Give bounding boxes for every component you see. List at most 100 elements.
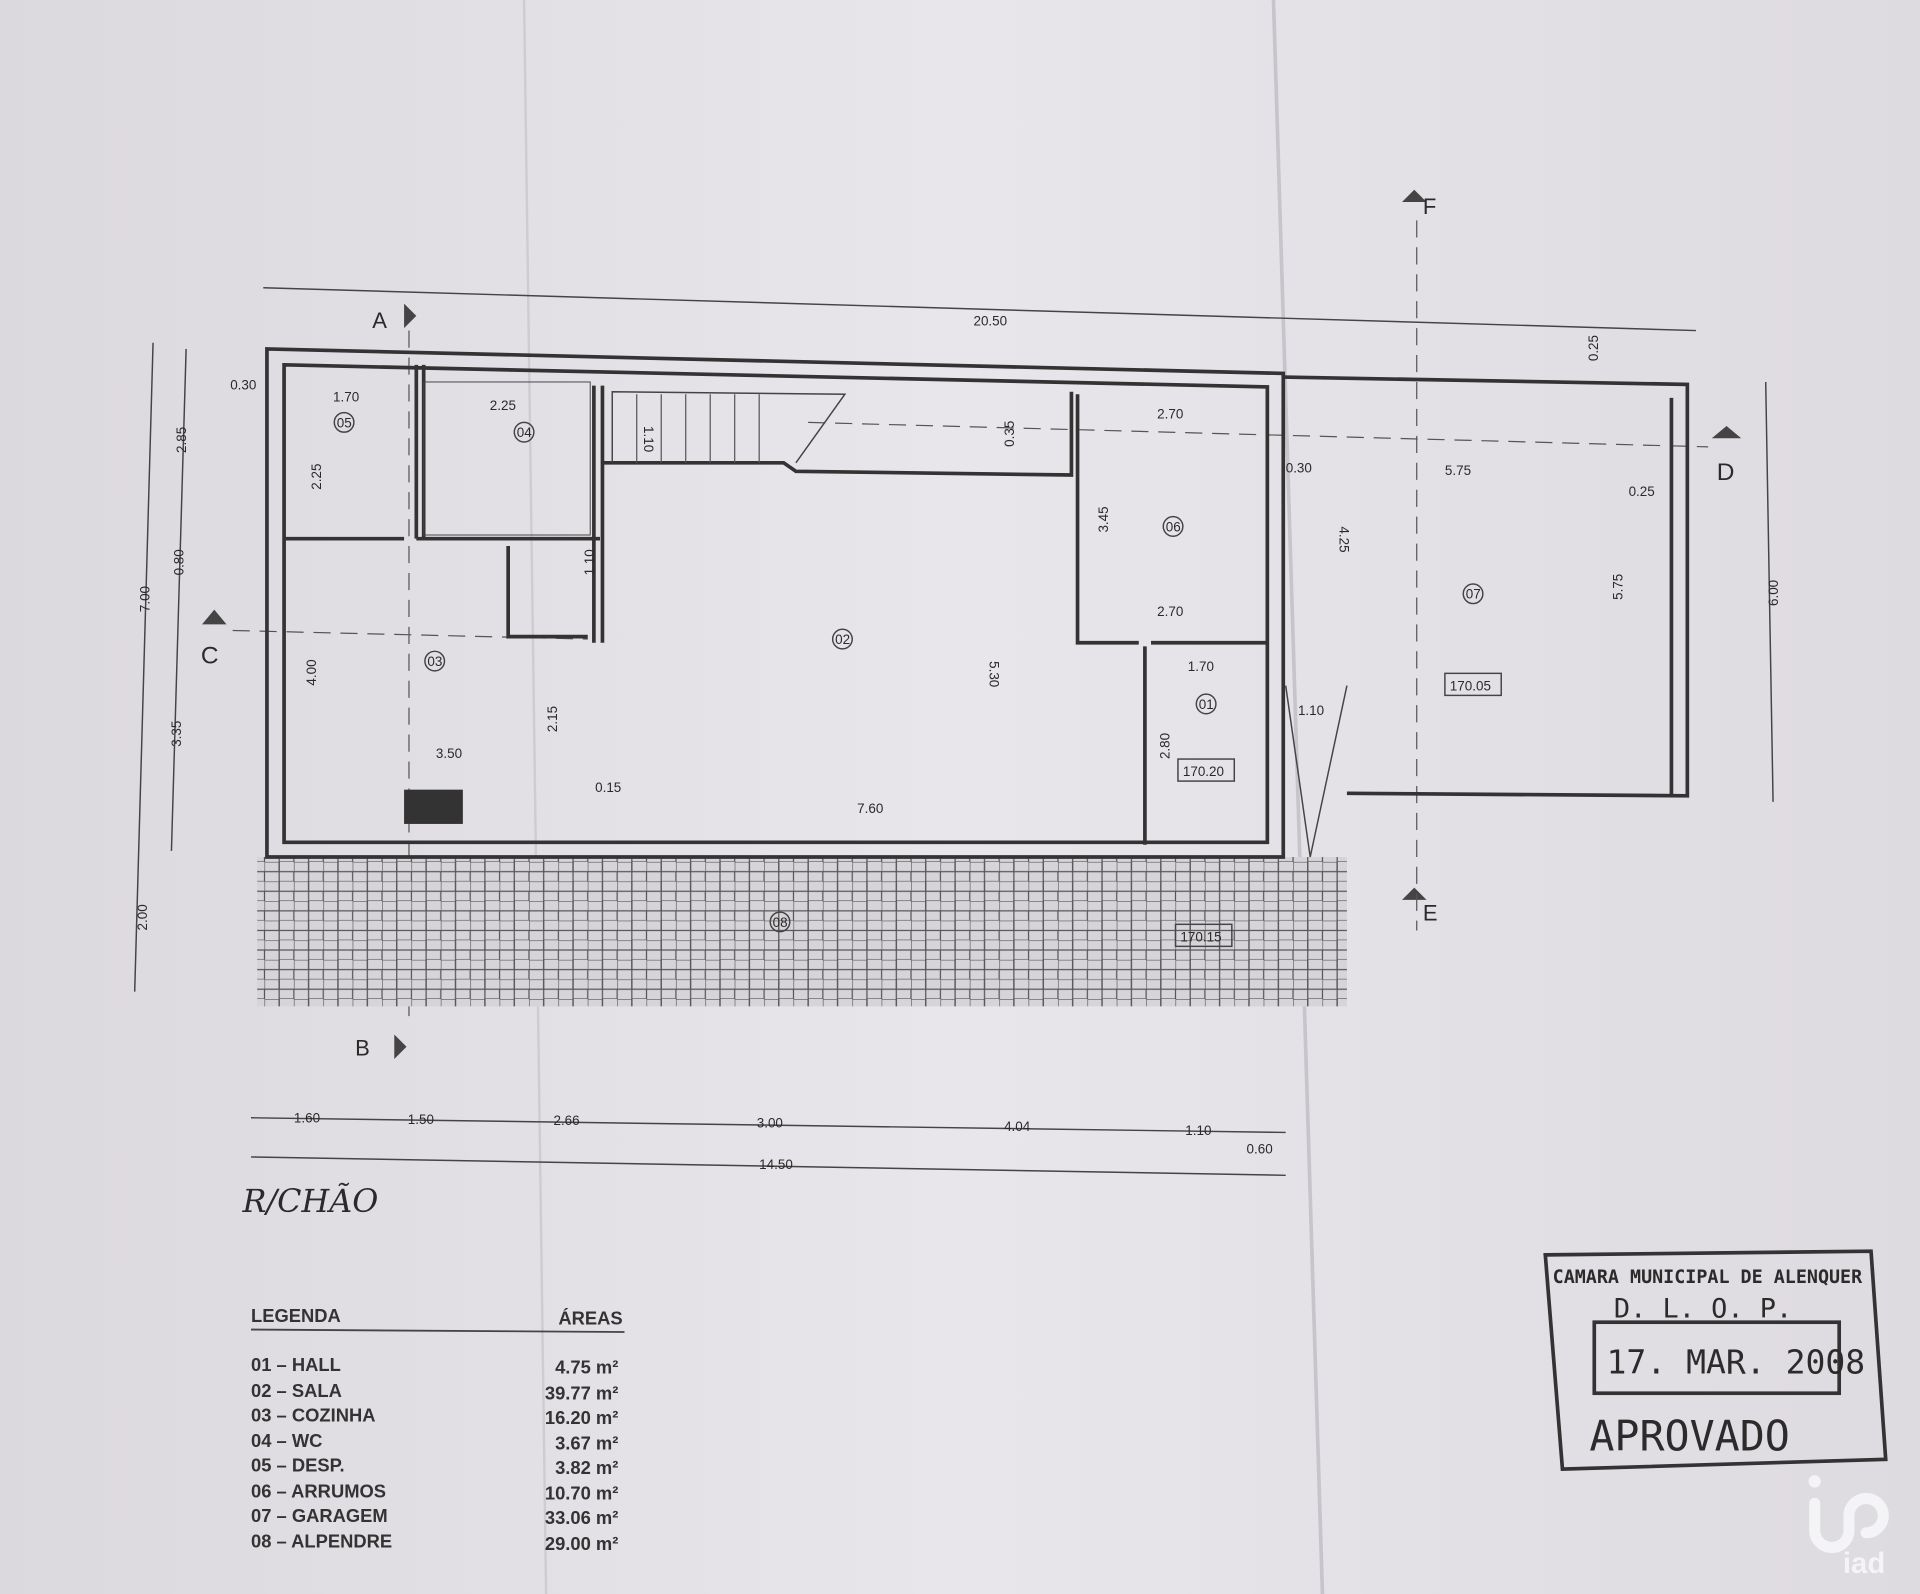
staircase <box>611 391 847 464</box>
svg-text:2.25: 2.25 <box>490 398 516 413</box>
svg-text:08: 08 <box>773 915 788 930</box>
svg-text:0.25: 0.25 <box>1586 335 1601 361</box>
svg-text:3.45: 3.45 <box>1096 506 1111 532</box>
svg-text:2.70: 2.70 <box>1157 407 1183 422</box>
svg-text:3.82 m²: 3.82 m² <box>555 1457 618 1478</box>
svg-text:1.10: 1.10 <box>582 549 597 575</box>
svg-text:0.15: 0.15 <box>595 780 621 795</box>
svg-text:0.80: 0.80 <box>172 549 187 575</box>
svg-text:33.06 m²: 33.06 m² <box>545 1507 618 1528</box>
section-marker-b: B <box>355 1034 407 1060</box>
svg-text:2.70: 2.70 <box>1157 604 1183 619</box>
svg-text:29.00 m²: 29.00 m² <box>545 1533 618 1554</box>
svg-text:D: D <box>1717 459 1735 486</box>
svg-text:0.60: 0.60 <box>1247 1141 1273 1156</box>
svg-text:APROVADO: APROVADO <box>1589 1412 1789 1461</box>
svg-text:170.20: 170.20 <box>1183 764 1224 779</box>
section-marker-e: E <box>1402 887 1438 926</box>
svg-text:39.77 m²: 39.77 m² <box>545 1382 618 1403</box>
svg-text:CAMARA MUNICIPAL DE ALENQUER: CAMARA MUNICIPAL DE ALENQUER <box>1553 1267 1863 1288</box>
svg-text:F: F <box>1423 194 1436 219</box>
svg-text:2.15: 2.15 <box>545 706 560 732</box>
svg-text:170.15: 170.15 <box>1180 929 1221 944</box>
iad-logo: iad <box>1808 1475 1889 1580</box>
svg-text:03: 03 <box>427 654 442 669</box>
wc-tiles <box>423 381 591 536</box>
garage-door-swing <box>1284 685 1348 858</box>
svg-text:02 – SALA: 02 – SALA <box>251 1380 342 1401</box>
svg-text:D. L. O. P.: D. L. O. P. <box>1614 1293 1792 1324</box>
section-marker-f: F <box>1402 189 1436 931</box>
svg-text:6.00: 6.00 <box>1766 580 1781 606</box>
svg-text:C: C <box>201 643 219 670</box>
svg-text:0.25: 0.25 <box>1629 484 1655 499</box>
svg-text:20.50: 20.50 <box>973 314 1007 329</box>
svg-text:05 – DESP.: 05 – DESP. <box>251 1455 345 1476</box>
paper-fold <box>1271 0 1325 1594</box>
svg-text:1.70: 1.70 <box>1188 659 1214 674</box>
svg-text:07 – GARAGEM: 07 – GARAGEM <box>251 1505 388 1526</box>
svg-text:03 – COZINHA: 03 – COZINHA <box>251 1404 375 1425</box>
svg-text:1.70: 1.70 <box>333 390 359 405</box>
svg-text:5.75: 5.75 <box>1445 463 1471 478</box>
svg-text:7.00: 7.00 <box>137 586 152 612</box>
svg-text:16.20 m²: 16.20 m² <box>545 1407 618 1428</box>
svg-text:A: A <box>372 308 387 333</box>
svg-text:ÁREAS: ÁREAS <box>558 1308 622 1329</box>
svg-text:08 – ALPENDRE: 08 – ALPENDRE <box>251 1530 392 1551</box>
svg-text:0.35: 0.35 <box>1002 421 1017 447</box>
svg-text:01 – HALL: 01 – HALL <box>251 1354 341 1375</box>
inner-dimensions: 0.30 1.70 2.25 2.25 1.10 1.10 0.35 2.70 … <box>230 335 1655 816</box>
svg-text:05: 05 <box>337 415 352 430</box>
svg-text:1.10: 1.10 <box>1185 1123 1211 1138</box>
dimension-bottom-chain: 1.60 1.50 2.66 3.00 4.04 1.10 0.60 14.50 <box>251 1111 1286 1177</box>
svg-text:1.10: 1.10 <box>641 426 656 452</box>
svg-text:4.00: 4.00 <box>304 659 319 685</box>
room-labels: 01 02 03 04 05 06 07 08 <box>333 411 1484 933</box>
svg-text:2.80: 2.80 <box>1157 733 1172 759</box>
stove-icon <box>404 789 463 824</box>
approval-stamp: CAMARA MUNICIPAL DE ALENQUER D. L. O. P.… <box>1543 1249 1888 1472</box>
svg-text:06: 06 <box>1166 519 1181 534</box>
svg-text:0.30: 0.30 <box>1286 461 1312 476</box>
plan-title: R/CHÃO <box>241 1182 378 1220</box>
svg-text:B: B <box>355 1035 370 1060</box>
svg-text:3.50: 3.50 <box>436 746 462 761</box>
svg-text:06 – ARRUMOS: 06 – ARRUMOS <box>251 1480 386 1501</box>
svg-text:LEGENDA: LEGENDA <box>251 1305 341 1326</box>
svg-text:4.25: 4.25 <box>1337 526 1352 552</box>
svg-text:3.35: 3.35 <box>169 721 184 747</box>
svg-text:4.04: 4.04 <box>1004 1119 1031 1134</box>
svg-text:1.50: 1.50 <box>408 1112 434 1127</box>
svg-text:3.00: 3.00 <box>757 1116 783 1131</box>
level-marks: 170.20 170.05 170.15 <box>1174 672 1502 948</box>
paper-fold <box>522 0 548 1594</box>
svg-text:07: 07 <box>1466 587 1481 602</box>
svg-text:2.66: 2.66 <box>553 1113 579 1128</box>
svg-text:04: 04 <box>517 425 532 440</box>
svg-text:2.85: 2.85 <box>174 427 189 453</box>
svg-text:1.60: 1.60 <box>294 1111 320 1126</box>
svg-text:E: E <box>1423 901 1438 926</box>
svg-text:170.05: 170.05 <box>1450 678 1491 693</box>
svg-text:3.67 m²: 3.67 m² <box>555 1433 618 1454</box>
svg-text:7.60: 7.60 <box>857 801 883 816</box>
section-marker-c: C <box>201 609 588 670</box>
svg-text:5.30: 5.30 <box>986 661 1001 687</box>
room-08-alpendre-paving <box>257 856 1347 1007</box>
section-marker-d: D <box>808 421 1742 486</box>
svg-text:0.30: 0.30 <box>230 377 256 392</box>
svg-text:5.75: 5.75 <box>1610 574 1625 600</box>
svg-text:14.50: 14.50 <box>759 1157 793 1172</box>
dimension-right-total: 6.00 <box>1764 381 1781 802</box>
dimension-left-chain: 7.00 2.85 0.80 3.35 2.00 <box>133 342 189 992</box>
svg-text:17. MAR. 2008: 17. MAR. 2008 <box>1607 1343 1866 1382</box>
svg-text:02: 02 <box>835 632 850 647</box>
svg-text:1.10: 1.10 <box>1298 703 1324 718</box>
svg-text:2.00: 2.00 <box>135 904 150 930</box>
svg-text:01: 01 <box>1199 697 1214 712</box>
walls <box>265 347 1690 859</box>
svg-text:iad: iad <box>1843 1547 1885 1580</box>
